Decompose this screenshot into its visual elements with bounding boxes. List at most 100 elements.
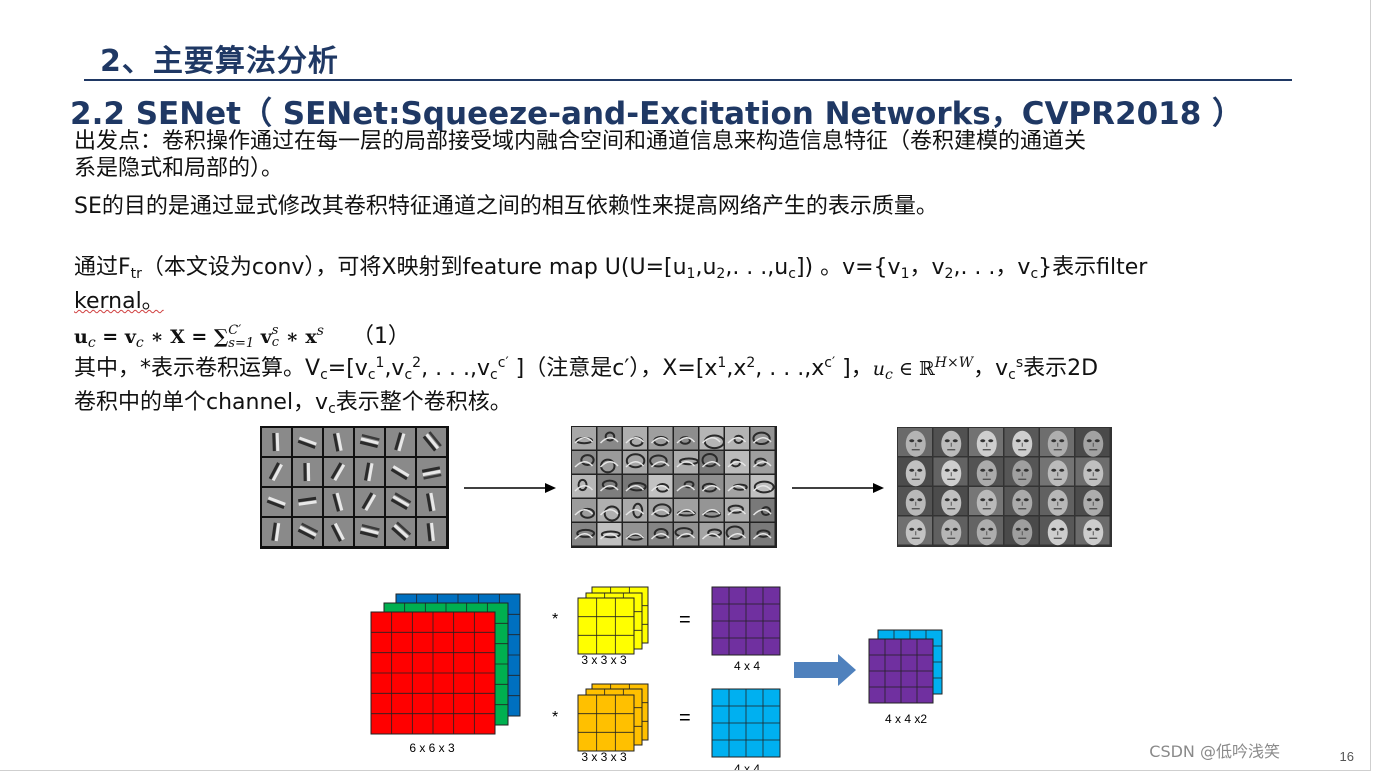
filter-cell (648, 499, 673, 522)
kernel2-label: 3 x 3 x 3 (581, 750, 627, 764)
text-seg: （本文设为conv），可将X映射到feature map U(U=[u (141, 255, 687, 280)
paragraph-motivation: 出发点：卷积操作通过在每一层的局部接受域内融合空间和通道信息来构造信息特征（卷积… (74, 128, 1086, 182)
superscript: 2 (746, 355, 756, 371)
output-grid-cyan (711, 688, 781, 758)
face-cell (1040, 428, 1074, 457)
kernel1-label: 3 x 3 x 3 (581, 653, 627, 667)
filter-cell (355, 518, 384, 546)
paragraph-motivation-line2: 系是隐式和局部的）。 (74, 156, 284, 181)
filter-cell (623, 427, 647, 450)
out1-label: 4 x 4 (734, 659, 760, 673)
face-cell (969, 487, 1003, 516)
face-cell (1075, 487, 1110, 516)
filter-cell (725, 451, 749, 474)
star-symbol-1: * (552, 611, 558, 628)
filter-cell (355, 488, 384, 516)
filter-cell (648, 475, 673, 498)
face-cell (933, 457, 968, 487)
subscript: c (1030, 266, 1039, 282)
kernel-2 (577, 683, 649, 752)
subscript: c (87, 335, 96, 351)
paragraph-mapping-line1: 通过Ftr（本文设为conv），可将X映射到feature map U(U=[u… (74, 254, 1147, 288)
filter-cell (572, 451, 596, 474)
filter-cell (674, 499, 698, 522)
superscript: 1 (375, 355, 385, 371)
superscript: s (1015, 355, 1024, 371)
sum-top: C′ (228, 323, 242, 338)
text-seg: ,x (726, 356, 747, 381)
filter-cell (262, 458, 291, 486)
filter-cell (725, 427, 749, 450)
filter-cell (417, 428, 446, 456)
kernel-1 (577, 586, 649, 655)
filter-cell (699, 475, 724, 498)
filter-cell (572, 475, 596, 498)
equals-symbol-1: = (679, 609, 691, 631)
out2-label: 4 x 4 (734, 762, 760, 770)
text-seg: 其中，*表示卷积运算。V (74, 356, 321, 381)
filter-cell (386, 458, 415, 486)
filter-cell (674, 523, 698, 546)
filter-cell (324, 458, 353, 486)
subscript: c (404, 367, 413, 383)
subscript: c (135, 335, 144, 351)
text-seg: ，v (909, 255, 945, 280)
edge-filters-image (260, 426, 449, 549)
face-cell (898, 457, 932, 487)
filter-cell (648, 451, 673, 474)
filter-cell (355, 428, 384, 456)
subscript: c (320, 367, 328, 383)
filter-cell (699, 499, 724, 522)
filter-cell (623, 499, 647, 522)
output-map-1 (711, 586, 781, 656)
paragraph-notation: 其中，*表示卷积运算。Vc=[vc1,vc2, . . .,vcc′ ]（注意是… (74, 350, 1098, 423)
text-seg: ,. . .,u (725, 255, 789, 280)
filter-cell (293, 518, 322, 546)
filter-cell (648, 523, 673, 546)
filter-cell (572, 523, 596, 546)
equation-number: （1） (351, 324, 410, 349)
text-seg: , . . .,v (421, 356, 491, 381)
text-seg: ]， (835, 356, 873, 381)
watermark: CSDN @低吟浅笑 (1149, 742, 1280, 761)
text-seg: =[v (327, 356, 368, 381)
filter-cell (648, 427, 673, 450)
face-cell (933, 487, 968, 516)
superscript: c′ (497, 355, 509, 371)
filter-cell (597, 427, 622, 450)
arrow-2 (792, 483, 884, 493)
filter-cell (674, 475, 698, 498)
superscript: H×W (934, 355, 974, 371)
filter-cell (725, 523, 749, 546)
result-channel-purple (868, 638, 934, 704)
arrow-1 (464, 483, 556, 493)
paragraph-mapping: 通过Ftr（本文设为conv），可将X映射到feature map U(U=[u… (74, 254, 1147, 315)
subscript: 1 (900, 266, 910, 282)
subscript: tr (130, 266, 142, 282)
subscript: 1 (686, 266, 696, 282)
filter-cell (750, 427, 775, 450)
equation-seg: ∗ x (279, 326, 317, 348)
face-cell (1040, 457, 1074, 487)
filter-cell (597, 499, 622, 522)
face-cell (969, 516, 1003, 546)
filter-cell (417, 518, 446, 546)
face-cell (933, 428, 968, 457)
result-label: 4 x 4 x2 (885, 712, 927, 726)
subscript: c (271, 335, 280, 350)
filter-cell (750, 499, 775, 522)
text-seg: ，v (973, 356, 1009, 381)
paragraph-mapping-line2: kernal。 (74, 289, 164, 314)
face-cell (1004, 428, 1039, 457)
face-cell (969, 428, 1003, 457)
text-seg: 表示2D (1023, 356, 1099, 381)
input-volume (370, 593, 521, 735)
face-cell (1075, 457, 1110, 487)
title-rule (84, 79, 1292, 81)
filter-cell (293, 488, 322, 516)
filter-cell (262, 488, 291, 516)
face-cell (1075, 428, 1110, 457)
filter-cell (386, 488, 415, 516)
